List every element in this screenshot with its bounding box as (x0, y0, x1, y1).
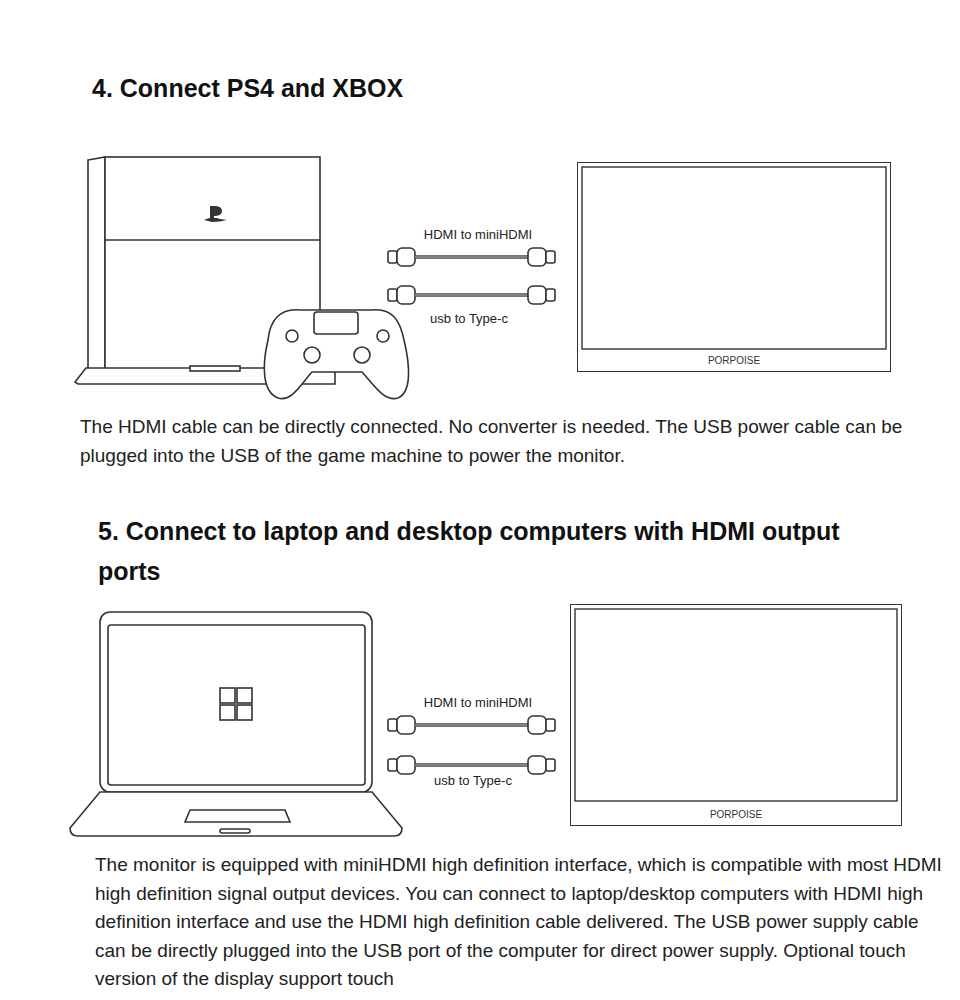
monitor-frame: PORPOISE (577, 162, 891, 372)
cable-label: usb to Type-c (434, 773, 512, 788)
cable-label: HDMI to miniHDMI (424, 227, 532, 242)
monitor-screen (575, 609, 897, 801)
monitor-frame: PORPOISE (570, 604, 902, 826)
cable-label: HDMI to miniHDMI (424, 695, 532, 710)
body-paragraph: The HDMI cable can be directly connected… (80, 413, 942, 470)
section-heading: 5. Connect to laptop and desktop compute… (98, 511, 888, 591)
body-paragraph: The monitor is equipped with miniHDMI hi… (95, 851, 947, 994)
brand-label: PORPOISE (708, 355, 760, 366)
monitor-screen (582, 167, 886, 349)
usb-cable (388, 286, 555, 304)
hdmi-cable (388, 248, 555, 266)
section-heading: 4. Connect PS4 and XBOX (92, 68, 912, 108)
laptop (70, 612, 402, 836)
cable-label: usb to Type-c (430, 311, 508, 326)
hdmi-cable (388, 716, 555, 734)
usb-cable (388, 756, 555, 774)
game-controller (264, 310, 408, 399)
brand-label: PORPOISE (710, 809, 762, 820)
